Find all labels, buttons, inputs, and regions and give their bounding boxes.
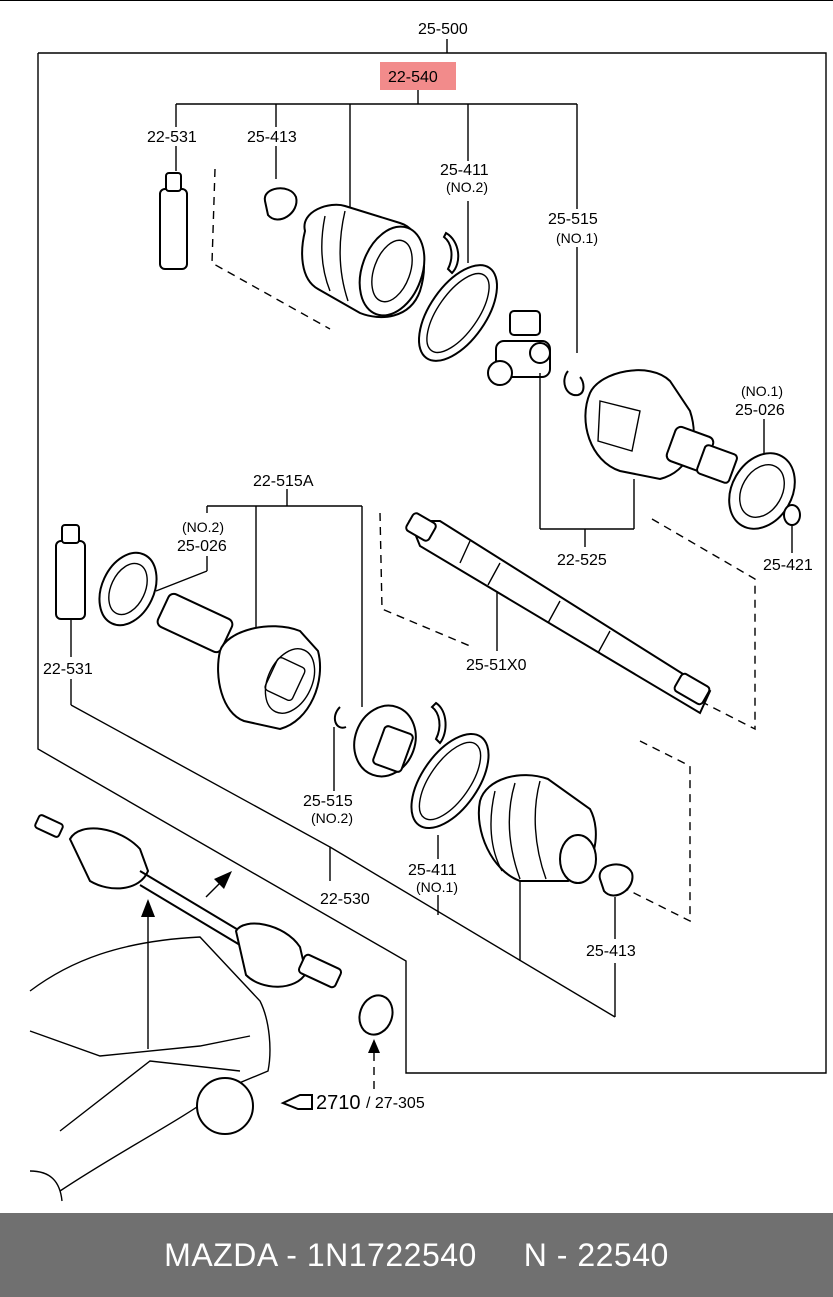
- oil-seal-no2-icon: [98, 551, 158, 627]
- boot-band-no2-icon: [417, 231, 499, 362]
- label-highlight-part: 22-540: [388, 69, 438, 86]
- grease-tube-left-icon: [55, 540, 86, 620]
- ball-cage-icon: [353, 704, 417, 778]
- label-22-515A: 22-515A: [253, 473, 314, 490]
- assembly-outline: [37, 52, 827, 1074]
- label-25-413-top: 25-413: [247, 129, 297, 146]
- diagram-canvas: 25-500 22-540 22-531 25-413 25-411 (NO.2…: [29, 21, 827, 1202]
- label-22-531-top: 22-531: [147, 129, 197, 146]
- snap-ring-no2-icon: [333, 706, 347, 729]
- drive-shaft-icon: [405, 512, 712, 715]
- boot-band-low-icon: [598, 863, 634, 897]
- label-25-51X0: 25-51X0: [466, 657, 527, 674]
- boot-band-no1-icon: [410, 701, 490, 830]
- driveshaft-assembly-icon: [34, 814, 343, 989]
- parts-diagram: 25-500 22-540 22-531 25-413 25-411 (NO.2…: [0, 0, 833, 1202]
- snap-ring-no1-icon: [563, 370, 585, 397]
- outer-boot-icon: [477, 774, 597, 884]
- label-25-411-low-sub: (NO.1): [416, 879, 458, 895]
- label-25-026-left-sub: (NO.2): [182, 519, 224, 535]
- label-assembly: 25-500: [418, 21, 468, 38]
- label-22-530: 22-530: [320, 891, 370, 908]
- seal-ring-icon: [358, 994, 394, 1036]
- footer-bar: MAZDA - 1N1722540 N - 22540: [0, 1213, 833, 1297]
- inner-boot-icon: [301, 203, 426, 319]
- label-25-515-top-sub: (NO.1): [556, 230, 598, 246]
- label-22-525: 22-525: [557, 552, 607, 569]
- inner-joint-housing-icon: [584, 369, 738, 484]
- label-25-413-low: 25-413: [586, 943, 636, 960]
- label-22-531-left: 22-531: [43, 661, 93, 678]
- vehicle-illustration-icon: [29, 936, 271, 1202]
- label-25-515-top: 25-515: [548, 211, 598, 228]
- label-25-026-right: 25-026: [735, 402, 785, 419]
- label-25-421: 25-421: [763, 557, 813, 574]
- label-25-411-top: 25-411: [440, 162, 489, 179]
- outer-cv-joint-icon: [156, 592, 322, 731]
- tripod-joint-icon: [487, 310, 551, 386]
- reference-main: 2710: [316, 1092, 361, 1114]
- oil-seal-no1-icon: [728, 452, 796, 530]
- boot-band-top-icon: [263, 187, 298, 221]
- highlight-box: [380, 62, 456, 90]
- grease-tube-top-icon: [159, 188, 188, 270]
- label-25-026-right-sub: (NO.1): [741, 383, 783, 399]
- footer-part-number: MAZDA - 1N1722540 N - 22540: [164, 1236, 669, 1273]
- label-25-515-mid: 25-515: [303, 793, 353, 810]
- label-25-411-low: 25-411: [408, 862, 457, 879]
- label-25-411-top-sub: (NO.2): [446, 179, 488, 195]
- o-ring-icon: [783, 504, 801, 526]
- label-25-026-left: 25-026: [177, 538, 227, 555]
- reference-pointer-icon: [280, 1094, 313, 1110]
- label-25-515-mid-sub: (NO.2): [311, 810, 353, 826]
- reference-sub: / 27-305: [366, 1095, 425, 1112]
